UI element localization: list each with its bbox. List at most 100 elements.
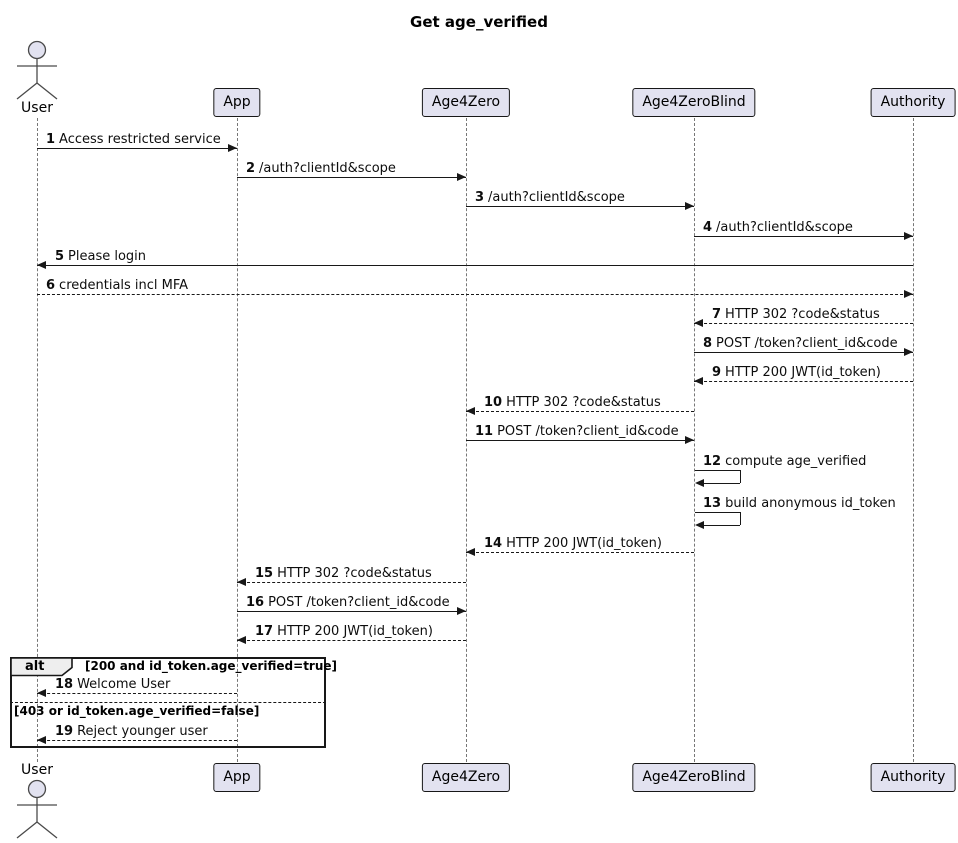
message-number: 18 <box>55 677 74 692</box>
message-line <box>237 611 466 612</box>
message-line <box>466 411 694 412</box>
arrowhead-left <box>237 578 246 586</box>
arrowhead-right <box>685 436 694 444</box>
participant-age4zeroblind-top: Age4ZeroBlind <box>632 88 756 117</box>
arrowhead-left <box>466 407 475 415</box>
message-line <box>37 148 237 149</box>
self-message-side-line <box>740 470 741 483</box>
arrowhead-right <box>685 202 694 210</box>
message-line <box>37 693 237 694</box>
message-number: 16 <box>246 595 265 610</box>
message-number: 2 <box>246 161 256 176</box>
message-line <box>466 552 694 553</box>
actor-icon-user-top <box>16 40 58 100</box>
arrowhead-left <box>695 521 704 529</box>
message-text: HTTP 302 ?code&status <box>506 395 661 410</box>
arrowhead-right <box>457 173 466 181</box>
message-text: /auth?clientId&scope <box>716 220 853 235</box>
lifeline-authority <box>913 118 914 762</box>
message-line <box>237 582 466 583</box>
alt-operator-label: alt <box>25 659 45 674</box>
message-text: POST /token?client_id&code <box>497 424 679 439</box>
message-line <box>237 640 466 641</box>
participant-authority-top: Authority <box>870 88 956 117</box>
participant-age4zeroblind-bottom: Age4ZeroBlind <box>632 763 756 792</box>
message-text: POST /token?client_id&code <box>716 336 898 351</box>
message-text: HTTP 302 ?code&status <box>277 566 432 581</box>
message-number: 7 <box>712 307 722 322</box>
message-text: HTTP 200 JWT(id_token) <box>506 536 662 551</box>
alt-guard-false: [403 or id_token.age_verified=false] <box>14 704 260 718</box>
message-number: 8 <box>703 336 713 351</box>
participant-age4zero-bottom: Age4Zero <box>421 763 511 792</box>
participant-user-top-label: User <box>21 100 53 116</box>
arrowhead-right <box>457 607 466 615</box>
arrowhead-left <box>37 689 46 697</box>
self-message-top-line <box>695 512 740 513</box>
message-text: compute age_verified <box>725 454 867 469</box>
arrowhead-left <box>37 261 46 269</box>
arrowhead-left <box>37 736 46 744</box>
message-number: 17 <box>255 624 274 639</box>
self-message-bottom-line <box>704 483 740 484</box>
message-text: /auth?clientId&scope <box>488 190 625 205</box>
message-text: Please login <box>68 249 147 264</box>
arrowhead-right <box>904 290 913 298</box>
participant-app-top: App <box>213 88 261 117</box>
message-number: 5 <box>55 249 65 264</box>
arrowhead-left <box>695 479 704 487</box>
message-number: 14 <box>484 536 503 551</box>
message-number: 9 <box>712 365 722 380</box>
message-text: Welcome User <box>77 677 171 692</box>
message-number: 19 <box>55 724 74 739</box>
message-text: POST /token?client_id&code <box>268 595 450 610</box>
lifeline-age4zeroblind <box>694 118 695 762</box>
diagram-title: Get age_verified <box>410 13 548 31</box>
message-text: HTTP 200 JWT(id_token) <box>725 365 881 380</box>
lifeline-user <box>37 118 38 762</box>
message-line <box>694 352 913 353</box>
message-line <box>37 294 913 295</box>
arrowhead-right <box>228 144 237 152</box>
actor-icon-user-bottom <box>16 779 58 839</box>
message-text: credentials incl MFA <box>59 278 189 293</box>
arrowhead-left <box>466 548 475 556</box>
message-text: Reject younger user <box>77 724 208 739</box>
message-number: 10 <box>484 395 503 410</box>
message-line <box>694 381 913 382</box>
participant-age4zero-top: Age4Zero <box>421 88 511 117</box>
message-line <box>37 265 913 266</box>
message-number: 11 <box>475 424 494 439</box>
message-line <box>237 177 466 178</box>
message-text: /auth?clientId&scope <box>259 161 396 176</box>
message-text: HTTP 302 ?code&status <box>725 307 880 322</box>
message-line <box>694 236 913 237</box>
message-text: HTTP 200 JWT(id_token) <box>277 624 433 639</box>
arrowhead-left <box>237 636 246 644</box>
message-line <box>694 323 913 324</box>
arrowhead-right <box>904 232 913 240</box>
message-text: build anonymous id_token <box>725 496 896 511</box>
participant-app-bottom: App <box>213 763 261 792</box>
message-line <box>466 440 694 441</box>
message-text: Access restricted service <box>59 132 221 147</box>
self-message-side-line <box>740 512 741 525</box>
message-number: 4 <box>703 220 713 235</box>
self-message-top-line <box>695 470 740 471</box>
message-number: 12 <box>703 454 722 469</box>
arrowhead-right <box>904 348 913 356</box>
alt-operator-pentagon <box>10 657 73 677</box>
message-line <box>466 206 694 207</box>
participant-user-bottom-label: User <box>21 762 53 778</box>
participant-authority-bottom: Authority <box>870 763 956 792</box>
self-message-bottom-line <box>704 525 740 526</box>
alt-else-divider <box>10 702 326 703</box>
alt-guard-true: [200 and id_token.age_verified=true] <box>85 659 338 673</box>
arrowhead-left <box>694 319 703 327</box>
message-number: 15 <box>255 566 274 581</box>
message-number: 6 <box>46 278 56 293</box>
arrowhead-left <box>694 377 703 385</box>
lifeline-app <box>237 118 238 762</box>
message-number: 1 <box>46 132 56 147</box>
